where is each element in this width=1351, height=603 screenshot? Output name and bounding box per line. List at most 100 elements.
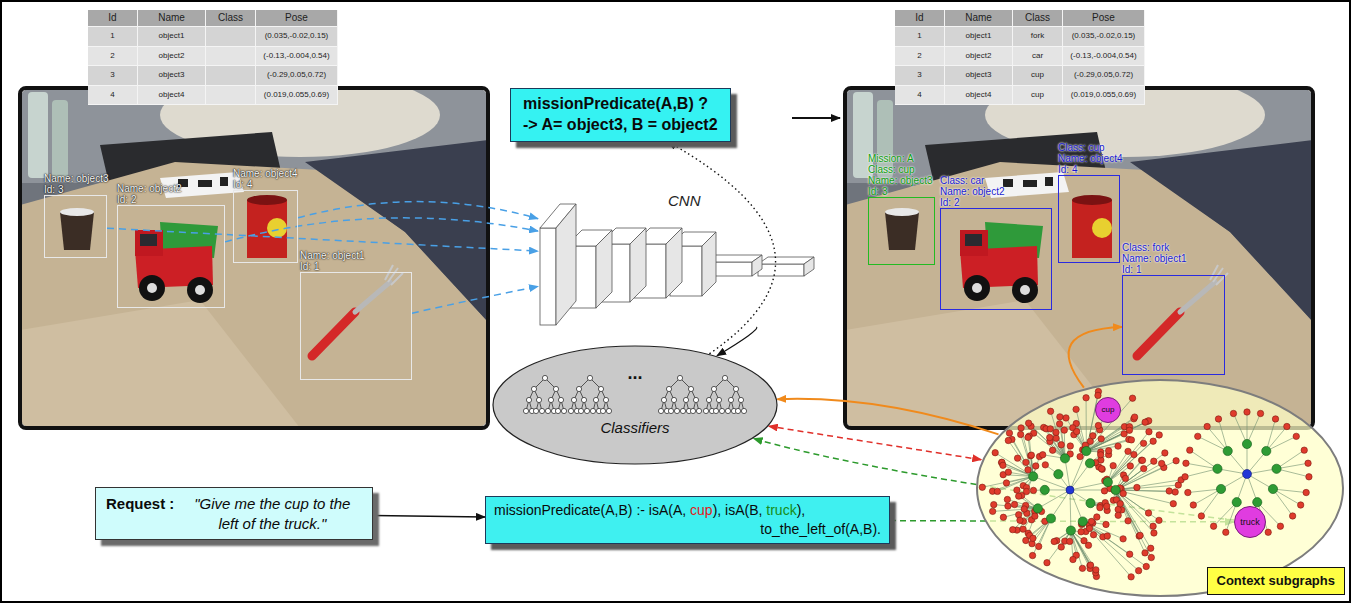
graph-node [1018,425,1024,431]
bounding-box: Name: object4Id: 4 [233,190,298,263]
table-value: object2 [966,52,992,60]
graph-node [1195,433,1201,439]
table-value: object4 [966,91,992,99]
graph-node [1125,518,1131,524]
box-label: Name: object4 [233,168,297,179]
tree-node [584,408,589,413]
graph-node [1021,506,1027,512]
graph-link [1116,453,1165,490]
graph-node [1170,501,1176,507]
graph-node [1117,501,1123,507]
graph-links [982,392,1309,577]
table-value: cup [1031,71,1044,79]
graph-node [1156,432,1162,438]
tree-node [571,397,576,402]
graph-node [1306,474,1312,480]
graph-link [1116,490,1149,513]
graph-link [1086,421,1148,451]
graph-node [1120,490,1126,496]
graph-node [1028,452,1034,458]
graph-node [1058,442,1064,448]
table-value: (0.019,0.055,0.69) [1071,91,1136,99]
table-value: 4 [917,91,921,99]
tree-node [666,386,671,391]
connector [107,228,538,251]
tree-node [677,375,682,380]
graph-node [1110,462,1116,468]
tree-node [693,397,698,402]
context-outline [975,378,1345,598]
connector [1069,327,1122,388]
graph-node [1023,459,1029,465]
tree-node [548,397,553,402]
graph-node [1029,552,1035,558]
tree-node [587,375,592,380]
table-cell: fork [1013,27,1063,47]
graph-link [1070,490,1083,521]
tree-node [545,408,550,413]
tree-node [598,386,603,391]
tree-node [578,408,583,413]
graph-node [1101,488,1107,494]
tree-node [683,397,688,402]
tree-node [555,408,560,413]
graph-node [1204,423,1210,429]
cnn-layer [556,204,576,325]
graph-node [1145,510,1151,516]
graph-node [1158,460,1164,466]
tree-node [741,408,746,413]
graph-node [1142,550,1148,556]
graph-node [1023,537,1029,543]
tree-node [539,408,544,413]
graph-node [1242,439,1251,448]
graph-node [1115,443,1121,449]
graph-node [1182,474,1188,480]
graph-node [1030,535,1036,541]
graph-node [1025,467,1031,473]
result-arrow [792,117,840,119]
graph-node [1079,565,1085,571]
request-box: Request :"Give me the cup to the left of… [95,487,373,540]
network-label: CNN [668,192,701,210]
graph-node [1040,452,1046,458]
tree-node [716,397,721,402]
connector [298,202,538,219]
graph-link [1108,435,1159,482]
graph-link [1116,490,1145,553]
box-label: Name: object3 [44,173,108,184]
ellipsis: ... [627,363,642,385]
context-ellipse: Context subgraphscuptruck [975,378,1345,598]
graph-node [1086,525,1092,531]
tree-node [690,408,695,413]
graph-node [1095,392,1101,398]
tree-node [722,375,727,380]
graph-node [1020,526,1026,532]
graph-node [1134,484,1140,490]
tree-node [674,408,679,413]
graph-node [1131,414,1137,420]
tree-node [733,386,738,391]
table-cell: Class [1013,10,1063,27]
graph-node [1032,513,1038,519]
connector [668,142,776,354]
query-box: missionPredicate(A,B) ?-> A= object3, B … [510,88,731,142]
table-header: Name [158,13,185,23]
table-cell: Id [88,10,138,27]
connector [717,327,757,356]
graph-node [1244,409,1250,415]
bounding-box: Class: cupName: object4Id: 4 [1058,175,1120,263]
graph-link [1116,490,1140,536]
table-value: object3 [966,71,992,79]
tree-node [533,408,538,413]
graph-node [1210,523,1216,529]
graph-link [1116,461,1176,490]
tree-node [561,408,566,413]
graph-node [1027,453,1033,459]
table-cell: 3 [88,66,138,86]
rule-text: missionPredicate(A,B) :- isA(A, cup), is… [494,501,881,539]
graph-link [1185,469,1217,477]
context-caption: Context subgraphs [1207,567,1345,595]
graph-node [1272,416,1278,422]
graph-link [1116,490,1140,535]
graph-node [1126,427,1132,433]
